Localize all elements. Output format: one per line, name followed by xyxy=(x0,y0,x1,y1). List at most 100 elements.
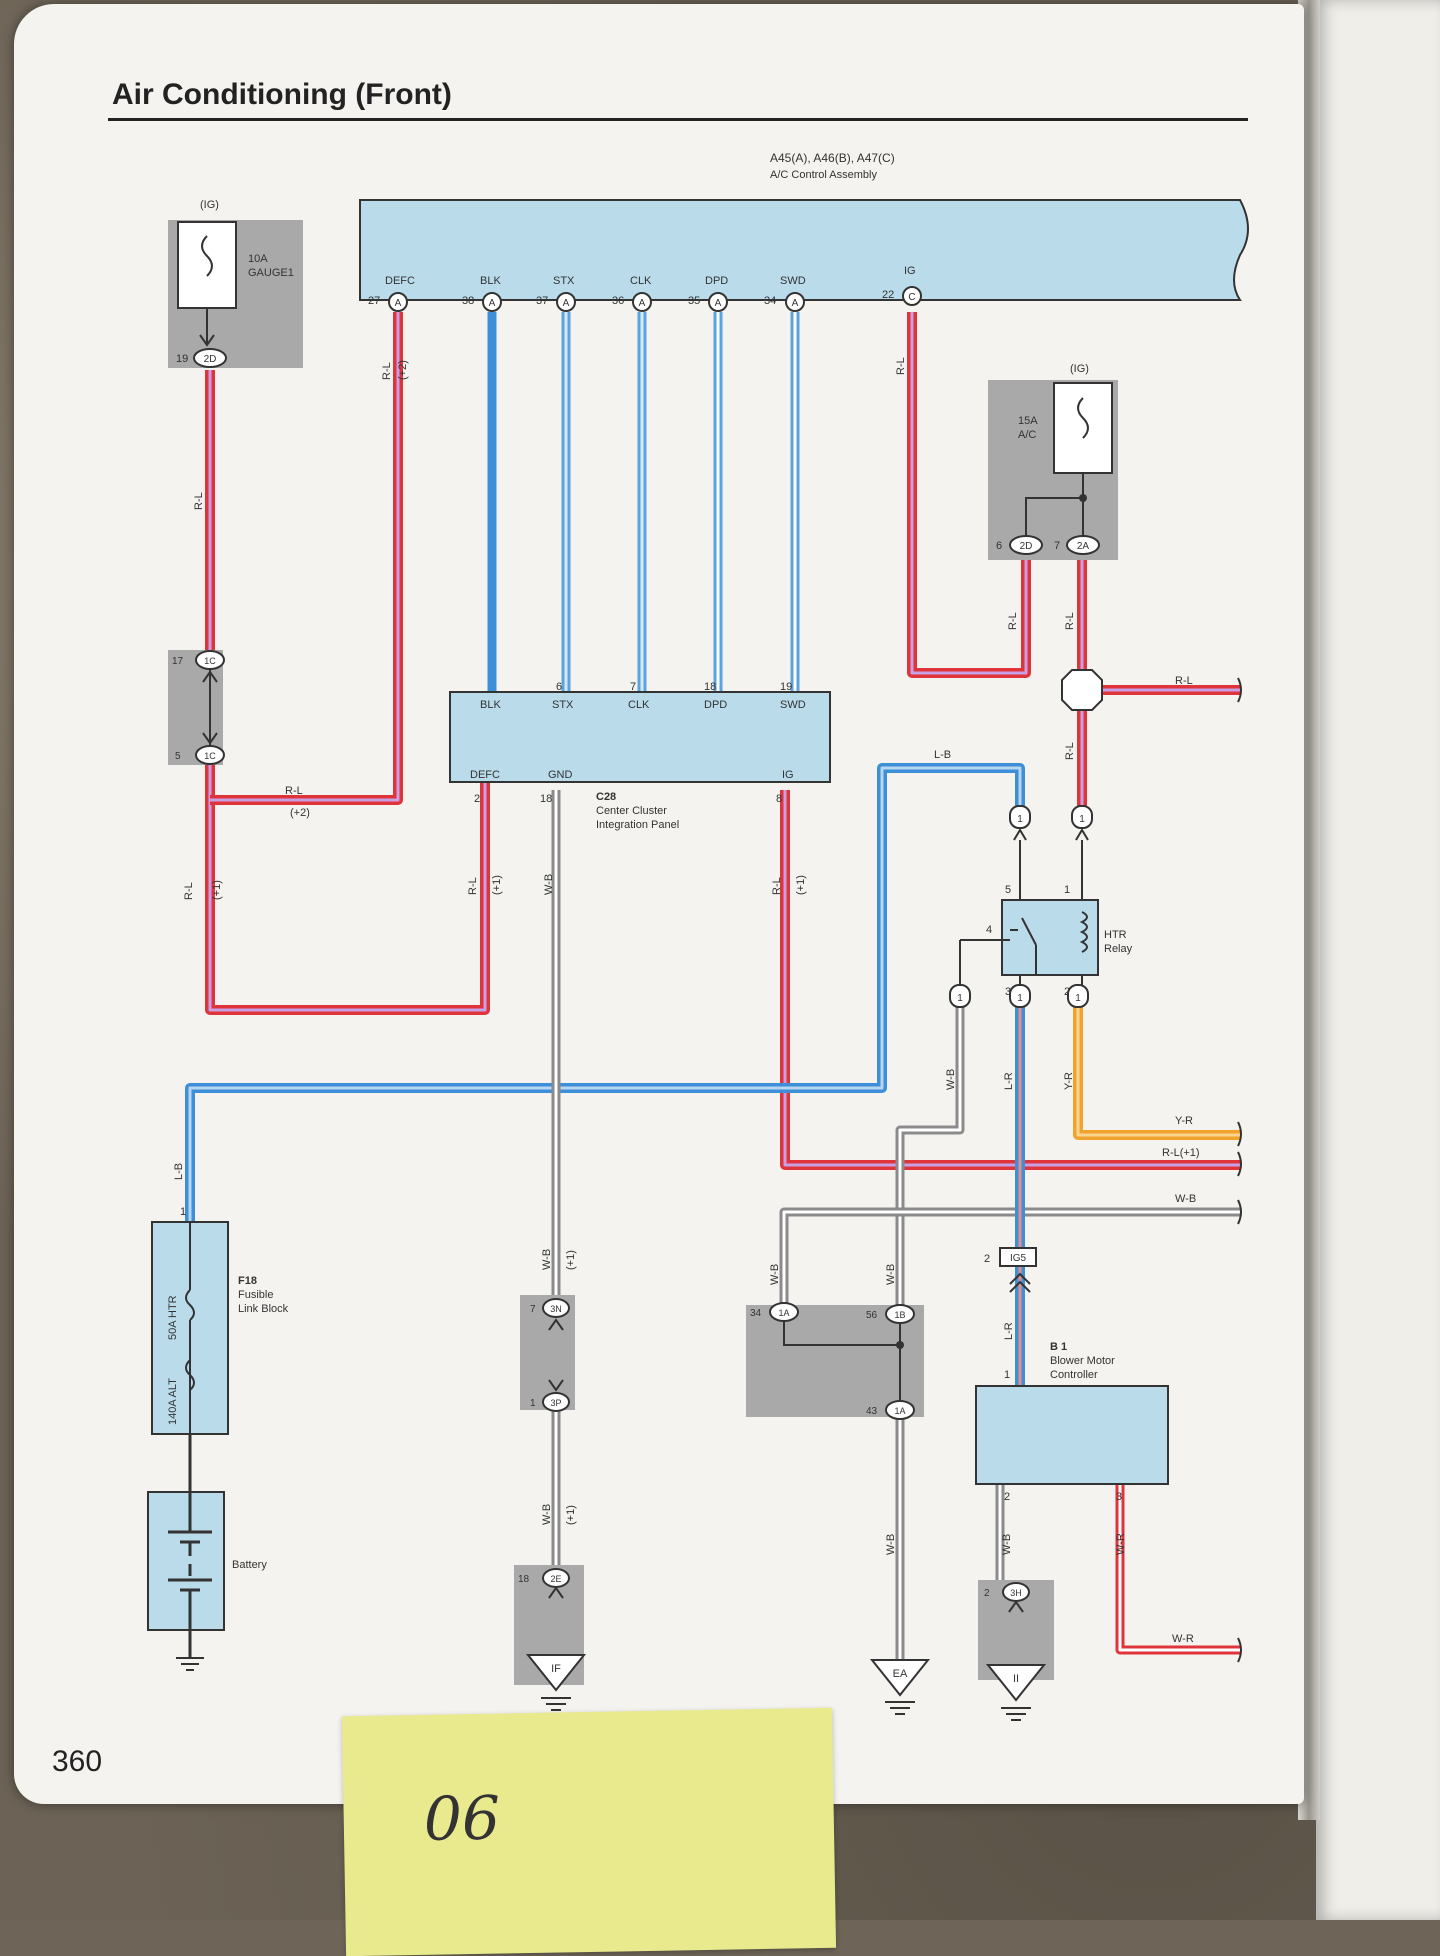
center-cluster-panel: BLK STX CLK DPD SWD DEFC GND IG 2 18 8 6… xyxy=(449,681,831,831)
fuse-ac-left-conn: 2D xyxy=(1020,541,1033,552)
terminal-label-dpd: DPD xyxy=(705,275,728,287)
wire-label: R-L xyxy=(381,362,393,380)
terminal-pin-35: 35 xyxy=(688,295,700,307)
terminal-pin-34: 34 xyxy=(764,295,776,307)
junction-1a-bottom-pin: 43 xyxy=(866,1406,878,1417)
cluster-term-defc: DEFC xyxy=(470,769,500,781)
fuse-ac-supply: (IG) xyxy=(1070,363,1089,375)
conn-letter: A xyxy=(395,298,402,309)
fusible-fuse-50a: 50A HTR xyxy=(167,1295,179,1340)
cluster-term-swd: SWD xyxy=(780,699,806,711)
junction-3n-3p: 3N 3P 7 1 xyxy=(520,1295,575,1412)
wire-label: R-L xyxy=(1175,675,1193,687)
junction-1a-bottom-conn: 1A xyxy=(894,1406,905,1416)
junction-1c-bottom-conn: 1C xyxy=(204,751,216,761)
cluster-term-clk: CLK xyxy=(628,699,650,711)
wire-label: W-B xyxy=(541,1504,553,1525)
wire-label: R-L(+1) xyxy=(1162,1147,1200,1159)
terminal-pin-36: 36 xyxy=(612,295,624,307)
wire-label: (+1) xyxy=(565,1250,577,1270)
relay-pin-3: 3 xyxy=(1005,986,1011,998)
control-connector-letters: A A A A A A C xyxy=(395,292,916,309)
terminal-label-blk: BLK xyxy=(480,275,501,287)
fuse-ac-left-pin: 6 xyxy=(996,540,1002,552)
cluster-term-stx: STX xyxy=(552,699,574,711)
wire-label: W-R xyxy=(1115,1533,1127,1555)
fuse-ac-right-pin: 7 xyxy=(1054,540,1060,552)
junction-1b-pin: 56 xyxy=(866,1310,878,1321)
blower-pin-3: 3 xyxy=(1116,1491,1122,1503)
terminal-label-ig: IG xyxy=(904,265,916,277)
junction-3p-pin: 1 xyxy=(530,1398,536,1409)
control-assembly-codes: A45(A), A46(B), A47(C) xyxy=(770,151,895,165)
ig5-pin: 2 xyxy=(984,1253,990,1265)
wire-label: W-B xyxy=(543,874,555,895)
battery-label: Battery xyxy=(232,1559,267,1571)
relay-name-1: HTR xyxy=(1104,929,1127,941)
ground-ii-label: II xyxy=(1013,1673,1019,1685)
blower-name-1: Blower Motor xyxy=(1050,1355,1115,1367)
fuse-gauge-conn: 2D xyxy=(204,354,217,365)
wire-label: Y-R xyxy=(1063,1072,1075,1090)
wire-label: W-B xyxy=(1001,1534,1013,1555)
junction-1c: 1C 1C 17 5 xyxy=(168,650,225,765)
relay-pin-1: 1 xyxy=(1064,884,1070,896)
cluster-term-blk: BLK xyxy=(480,699,501,711)
wire-label: R-L xyxy=(285,785,303,797)
title-rule xyxy=(108,118,1248,121)
fuse-ac-rating: 15A xyxy=(1018,415,1038,427)
control-terminals: DEFC BLK STX CLK DPD SWD IG 27 38 37 36 … xyxy=(368,265,916,307)
wire-label: R-L xyxy=(1064,742,1076,760)
fusible-name-1: Fusible xyxy=(238,1289,273,1301)
cluster-pin-6: 6 xyxy=(556,681,562,693)
conn-letter: A xyxy=(489,298,496,309)
cluster-pin-7: 7 xyxy=(630,681,636,693)
blower-pin-1: 1 xyxy=(1004,1369,1010,1381)
wire-label: R-L xyxy=(895,357,907,375)
relay-conn-label: 1 xyxy=(1075,993,1081,1004)
wire-label: L-B xyxy=(173,1163,185,1180)
wire-label: R-L xyxy=(193,492,205,510)
cluster-pin-18: 18 xyxy=(540,793,552,805)
conn-letter: A xyxy=(715,298,722,309)
wire-label: R-L xyxy=(467,877,479,895)
fuse-gauge-name: GAUGE1 xyxy=(248,267,294,279)
ig5-label: IG5 xyxy=(1010,1253,1027,1264)
cluster-name-1: Center Cluster xyxy=(596,805,667,817)
fuse-gauge-rating: 10A xyxy=(248,253,268,265)
cluster-term-ig: IG xyxy=(782,769,794,781)
fusible-fuse-140a: 140A ALT xyxy=(167,1378,179,1425)
ground-ea: EA xyxy=(869,1659,931,1715)
relay-pin-5: 5 xyxy=(1005,884,1011,896)
fuse-ac: (IG) 15A A/C 2D 2A 6 7 xyxy=(988,363,1118,560)
terminal-pin-38: 38 xyxy=(462,295,474,307)
wire-label: R-L xyxy=(771,877,783,895)
wire-label: R-L xyxy=(183,882,195,900)
wire-w-b-right xyxy=(779,1207,1240,1340)
wire-r-l-cluster-ig xyxy=(780,790,1240,1170)
wire-r-l-defc xyxy=(210,312,403,805)
cluster-pin-18b: 18 xyxy=(704,681,716,693)
sticky-note: 06 xyxy=(341,1707,837,1956)
cluster-code: C28 xyxy=(596,791,616,803)
control-assembly-name: A/C Control Assembly xyxy=(770,169,877,181)
wire-label: (+1) xyxy=(211,880,223,900)
wire-label: W-B xyxy=(885,1264,897,1285)
terminal-pin-22: 22 xyxy=(882,289,894,301)
htr-relay: 5 1 4 3 2 HTR Relay xyxy=(959,840,1133,998)
junction-1a-conn: 1A xyxy=(778,1308,789,1318)
blower-motor-controller: B 1 Blower Motor Controller 1 2 3 xyxy=(975,1341,1169,1503)
wires xyxy=(185,312,1240,1670)
wire-label: W-B xyxy=(1175,1193,1196,1205)
fusible-link-block: 50A HTR 140A ALT F18 Fusible Link Block … xyxy=(151,1206,289,1435)
junction-3h-conn: 3H xyxy=(1010,1588,1022,1598)
cluster-pin-2: 2 xyxy=(474,793,480,805)
junction-1c-top-conn: 1C xyxy=(204,656,216,666)
junction-1a-1b: 1A 1B 1A 34 56 43 xyxy=(746,1302,924,1420)
ig5-connector: IG5 2 xyxy=(984,1247,1037,1293)
wire-r-l-ig-control xyxy=(907,312,1031,678)
terminal-label-swd: SWD xyxy=(780,275,806,287)
wire-label: L-B xyxy=(934,749,951,761)
junction-3p-conn: 3P xyxy=(550,1398,561,1408)
